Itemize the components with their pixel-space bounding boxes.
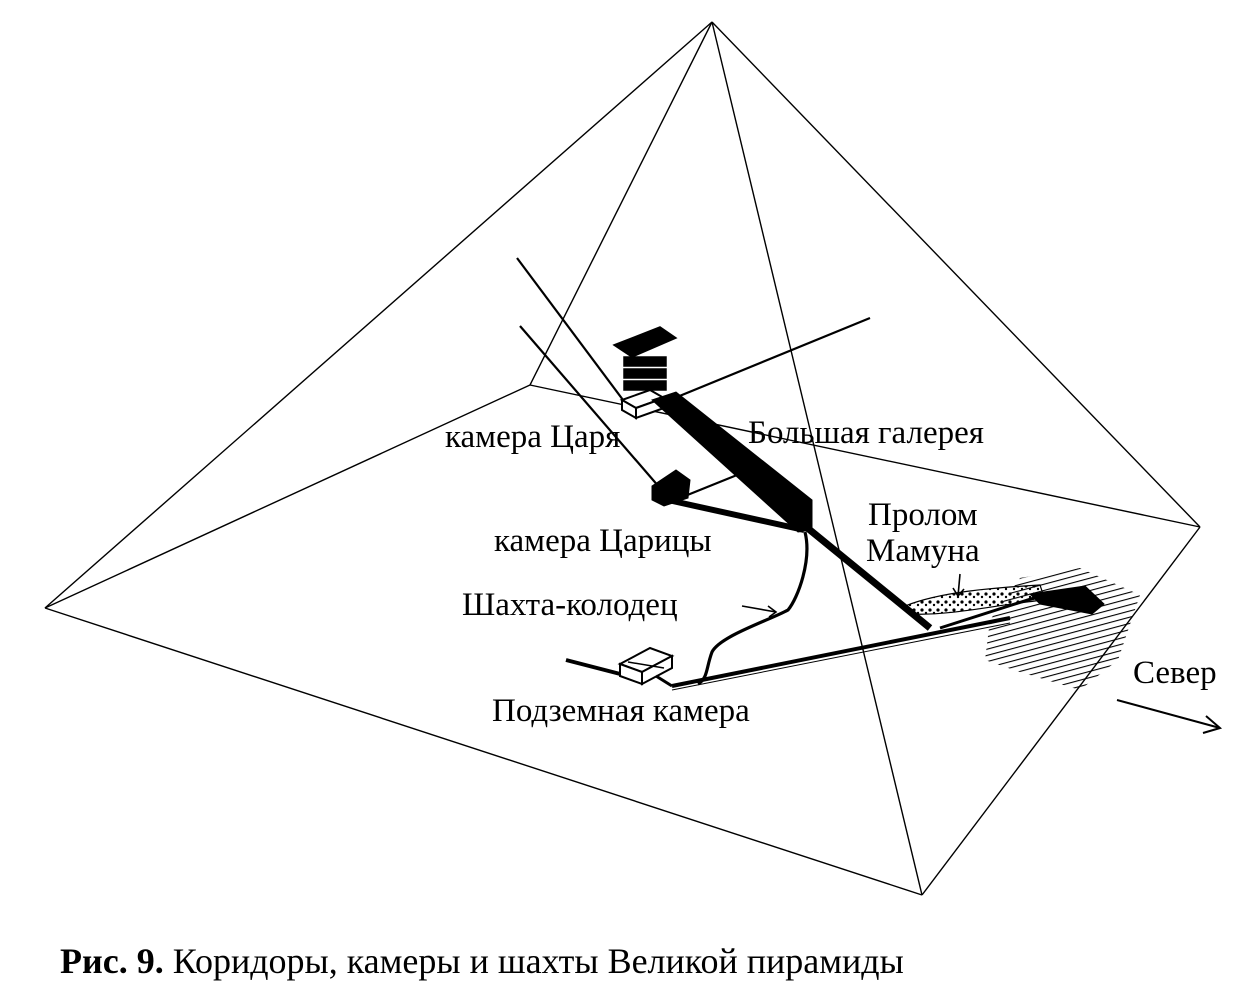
- queen-north-shaft: [679, 471, 743, 500]
- base-left-front: [44, 607, 923, 896]
- caption-text: Коридоры, камеры и шахты Великой пирамид…: [172, 941, 904, 981]
- label-breach-line2: Мамуна: [866, 533, 980, 569]
- edge-apex-left: [44, 21, 713, 609]
- base-front-right: [921, 526, 1201, 896]
- relieving-chambers: [612, 326, 678, 391]
- descending-passage: [671, 616, 1011, 688]
- label-north: Север: [1133, 655, 1217, 691]
- breach-label-arrow: [952, 573, 965, 598]
- label-subterranean-chamber: Подземная камера: [492, 693, 750, 729]
- queen-south-shaft: [519, 325, 667, 496]
- subterranean-dead-end: [565, 658, 629, 678]
- well-shaft-path: [697, 531, 809, 686]
- well-label-arrow: [741, 605, 778, 618]
- queen-chamber-box: [651, 469, 691, 507]
- edge-apex-front: [711, 21, 923, 896]
- grand-gallery: [651, 391, 813, 533]
- figure-caption: Рис. 9. Коридоры, камеры и шахты Великой…: [60, 940, 904, 982]
- label-breach-line1: Пролом: [868, 497, 978, 533]
- entrance-hatching: [985, 568, 1140, 690]
- subterranean-chamber-box: [617, 646, 675, 688]
- edge-apex-right: [711, 21, 1201, 528]
- caption-figure-ref: Рис. 9.: [60, 941, 164, 981]
- air-shafts: [516, 257, 871, 500]
- label-king-chamber: камера Царя: [445, 419, 621, 455]
- base-left-back: [44, 384, 531, 609]
- label-well-shaft: Шахта-колодец: [462, 587, 678, 623]
- pyramid-outline: [44, 21, 1201, 896]
- king-north-shaft: [659, 316, 871, 406]
- edge-apex-back: [529, 21, 713, 386]
- descending-passage-edge: [671, 622, 1011, 691]
- queen-passage: [667, 497, 805, 533]
- label-queen-chamber: камера Царицы: [494, 523, 712, 559]
- label-grand-gallery: Большая галерея: [748, 415, 984, 451]
- king-south-shaft: [516, 257, 633, 413]
- north-arrow: [1116, 699, 1223, 734]
